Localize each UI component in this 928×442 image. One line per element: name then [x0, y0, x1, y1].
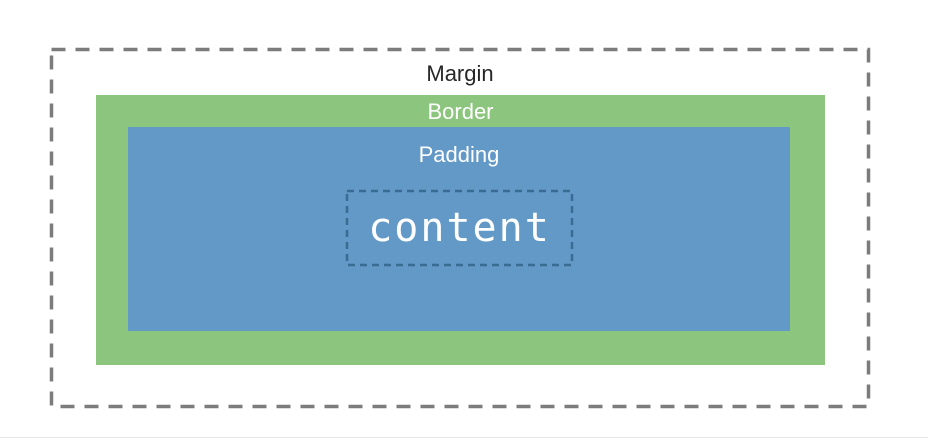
bottom-divider [0, 437, 928, 438]
content-label: content [368, 205, 551, 251]
margin-label: Margin [426, 61, 494, 86]
padding-label: Padding [418, 142, 500, 167]
border-label: Border [427, 99, 494, 124]
